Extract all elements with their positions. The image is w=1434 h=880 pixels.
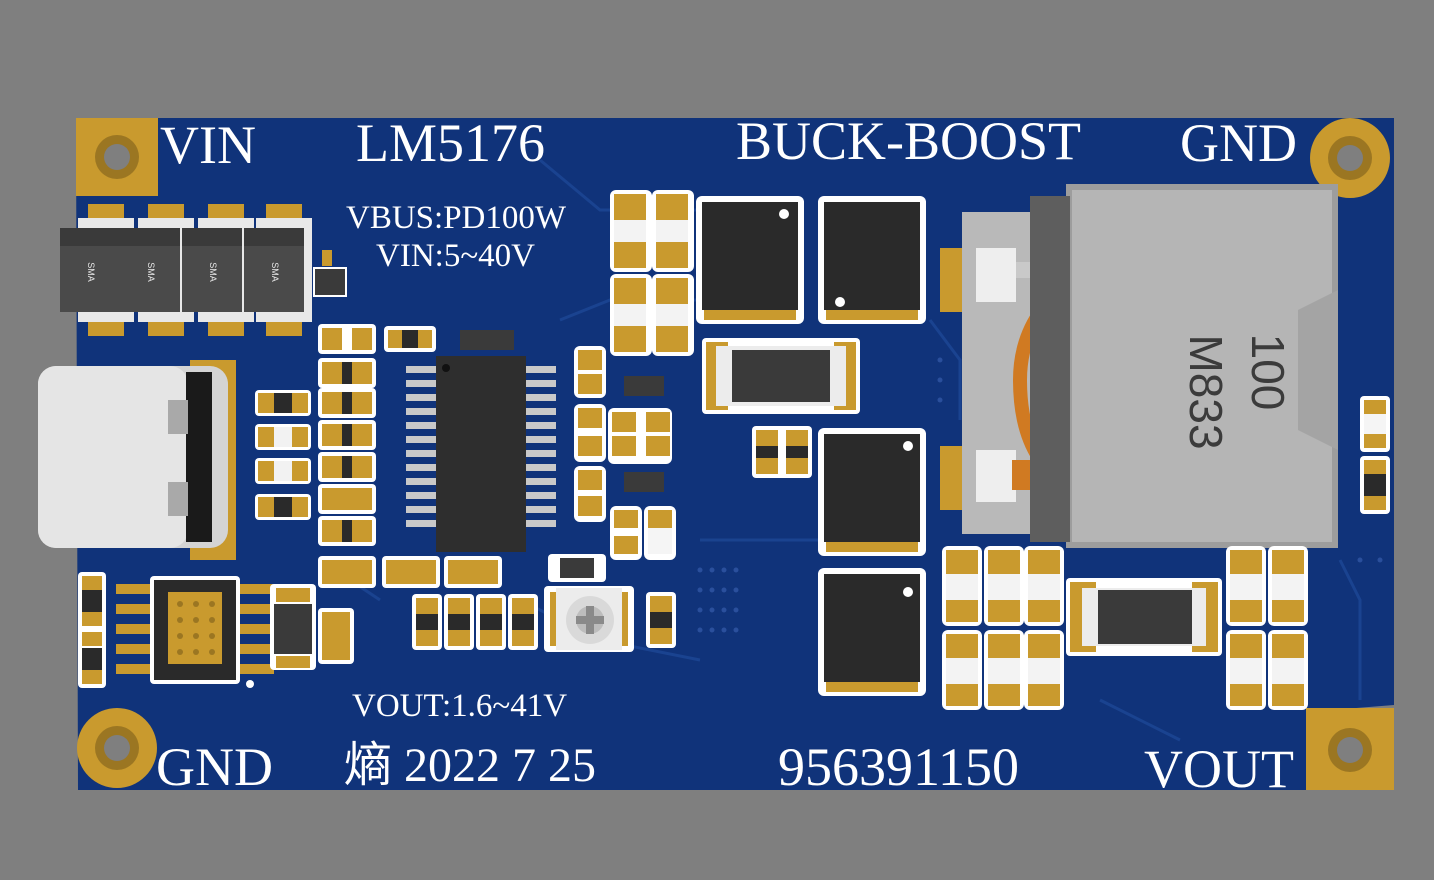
diode-label-4: SMA [270, 262, 280, 282]
label-vbus: VBUS:PD100W [346, 200, 567, 236]
label-author-date: 熵 2022 7 25 [344, 739, 597, 792]
mounting-hole-top-right [1310, 118, 1390, 198]
small-cap-pair [752, 426, 812, 478]
sot23-small [313, 267, 347, 297]
label-lm5176: LM5176 [356, 113, 545, 173]
bottom-left-parts [78, 572, 354, 688]
input-capacitors [610, 190, 694, 356]
label-buck-boost: BUCK-BOOST [736, 111, 1082, 171]
right-edge-parts [1360, 396, 1390, 514]
inductor-value-label: 100 [1242, 334, 1294, 411]
label-gnd-top: GND [1180, 113, 1297, 173]
label-vin: VIN [160, 115, 256, 175]
diode-label-1: SMA [86, 262, 96, 282]
sma-diodes [60, 204, 312, 336]
sense-resistor-2 [1066, 578, 1222, 656]
inductor-code-label: M833 [1180, 334, 1232, 449]
sense-resistor-1 [702, 338, 860, 414]
diode-label-3: SMA [208, 262, 218, 282]
passive-column-a [318, 324, 502, 588]
diode-label-2: SMA [146, 262, 156, 282]
bottom-resistor-row [412, 592, 676, 650]
mosfets [696, 196, 926, 696]
output-capacitors [942, 546, 1308, 710]
label-vout-range: VOUT:1.6~41V [352, 688, 568, 724]
mounting-hole-bottom-left [77, 708, 157, 788]
usb-c-connector [38, 360, 236, 560]
label-vin-range: VIN:5~40V [376, 238, 536, 274]
mounting-hole-bottom-right [1306, 708, 1394, 790]
sod323-top [460, 330, 514, 350]
trimmer-potentiometer [544, 586, 634, 652]
lm5176-ic [406, 356, 556, 552]
label-gnd-bottom: GND [156, 737, 273, 797]
label-number: 956391150 [778, 737, 1019, 797]
mounting-hole-top-left [76, 118, 158, 196]
label-vout: VOUT [1144, 739, 1294, 799]
power-inductor [940, 184, 1338, 548]
passive-column-b [548, 346, 676, 582]
